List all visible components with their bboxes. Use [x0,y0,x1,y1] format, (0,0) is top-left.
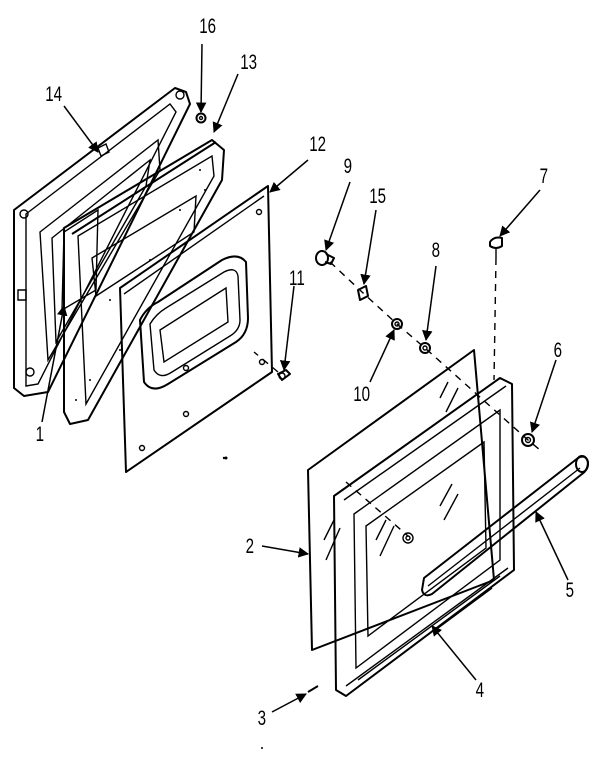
speck [261,747,263,749]
pin-3 [307,685,319,693]
callout-14: 14 [45,83,63,106]
spacer-8 [419,342,431,354]
callout-10: 10 [353,383,371,406]
callout-4: 4 [475,679,485,702]
screw-7 [489,236,503,258]
assembly-line-glass [345,481,409,537]
outer-door-frame [333,377,515,697]
callout-6: 6 [553,339,563,362]
callout-8: 8 [431,239,441,262]
door-handle [421,455,589,597]
spacer-6 [521,433,535,447]
callout-9: 9 [343,155,353,178]
clip-15 [357,285,369,301]
callout-7: 7 [539,165,549,188]
inner-door-liner [13,87,191,397]
callout-1: 1 [35,423,45,446]
speck [222,456,226,460]
screw-11 [253,351,291,381]
callout-16: 16 [199,15,217,38]
callout-11: 11 [289,267,305,290]
leader-lines [41,43,569,713]
screw-9 [315,250,335,266]
spacer-10 [391,318,403,330]
callout-5: 5 [565,579,575,602]
inner-door-panel [119,185,273,473]
callout-15: 15 [369,185,387,208]
callout-3: 3 [257,707,267,730]
callout-12: 12 [309,133,327,156]
callout-2: 2 [245,535,255,558]
callout-13: 13 [240,51,258,74]
inner-window-glass [61,208,99,312]
assembly-line [329,261,541,451]
assembly-line-7 [493,257,497,381]
insulation-panel [63,139,225,425]
fastener-16 [195,112,207,124]
